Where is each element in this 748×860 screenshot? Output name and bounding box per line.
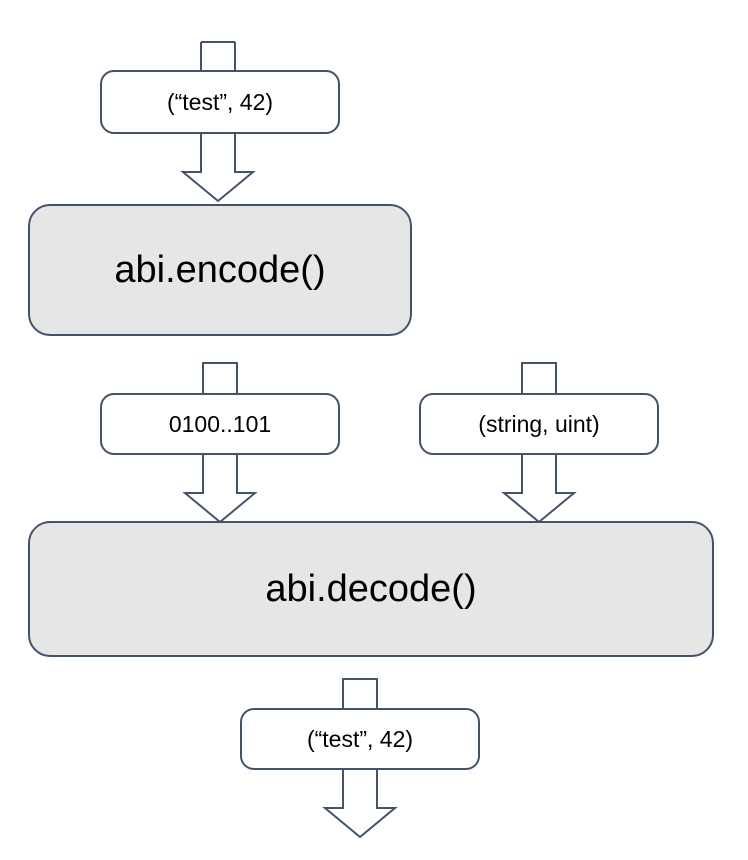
node-encoded-bytes-label: 0100..101: [168, 410, 272, 437]
node-output-tuple-bottom[interactable]: (“test”, 42): [240, 708, 480, 770]
stem-into-encoded-bytes: [202, 362, 238, 396]
stem-into-output-bottom: [342, 678, 378, 712]
arrow-output-exit: [322, 768, 398, 839]
node-input-tuple-top[interactable]: (“test”, 42): [100, 70, 340, 134]
node-abi-encode-label: abi.encode(): [114, 249, 326, 291]
node-abi-decode-label: abi.decode(): [265, 568, 477, 610]
node-type-tuple[interactable]: (string, uint): [419, 393, 659, 455]
arrow-encoded-to-decode: [182, 453, 258, 524]
node-abi-decode[interactable]: abi.decode(): [28, 521, 714, 657]
arrow-types-to-decode: [501, 453, 577, 524]
node-output-tuple-bottom-label: (“test”, 42): [306, 725, 414, 752]
arrow-input-to-encode: [180, 132, 256, 203]
node-input-tuple-top-label: (“test”, 42): [166, 88, 274, 115]
node-encoded-bytes[interactable]: 0100..101: [100, 393, 340, 455]
stem-into-type-tuple: [521, 362, 557, 396]
node-abi-encode[interactable]: abi.encode(): [28, 204, 412, 336]
node-type-tuple-label: (string, uint): [478, 410, 600, 437]
